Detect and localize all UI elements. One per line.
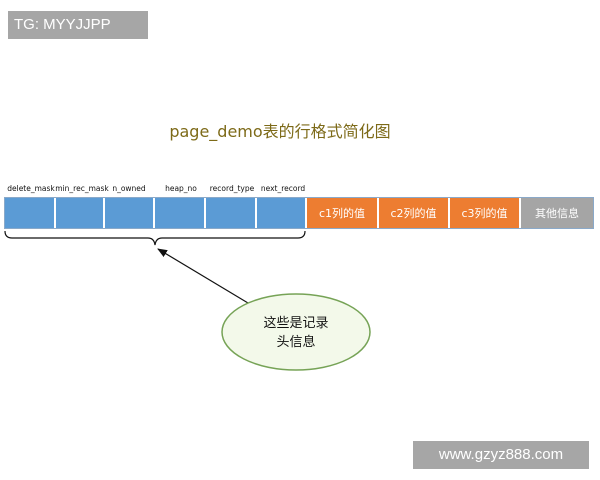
other-info-label: 其他信息 <box>535 207 579 220</box>
callout-arrow <box>157 248 249 304</box>
column-value-cell-c2: c2列的值 <box>378 197 449 229</box>
site-watermark: www.gzyz888.com <box>413 441 589 469</box>
field-label-min-rec-mask: min_rec_mask <box>55 184 109 193</box>
field-label-next-record: next_record <box>260 184 306 193</box>
column-value-label-c3: c3列的值 <box>461 207 508 220</box>
field-label-record-type: record_type <box>209 184 255 193</box>
diagram-title: page_demo表的行格式简化图 <box>169 122 391 141</box>
field-label-n-owned: n_owned <box>112 184 146 193</box>
field-label-delete-mask: delete_mask <box>7 184 55 193</box>
callout-text-line2: 头信息 <box>276 335 316 350</box>
field-label-heap-no: heap_no <box>165 184 197 193</box>
site-watermark-text: www.gzyz888.com <box>438 446 564 463</box>
column-value-cell-c1: c1列的值 <box>306 197 378 229</box>
callout-text: 这些是记录 头信息 <box>236 314 356 352</box>
callout-bubble <box>221 293 371 371</box>
record-header-cell-next-record <box>256 197 306 229</box>
column-value-label-c1: c1列的值 <box>318 207 366 220</box>
telegram-badge-text: TG: MYYJJPP <box>14 16 111 33</box>
column-value-label-c2: c2列的值 <box>390 207 437 220</box>
callout-text-line1: 这些是记录 <box>263 316 329 331</box>
telegram-badge: TG: MYYJJPP <box>8 11 148 39</box>
record-header-brace <box>4 230 306 246</box>
